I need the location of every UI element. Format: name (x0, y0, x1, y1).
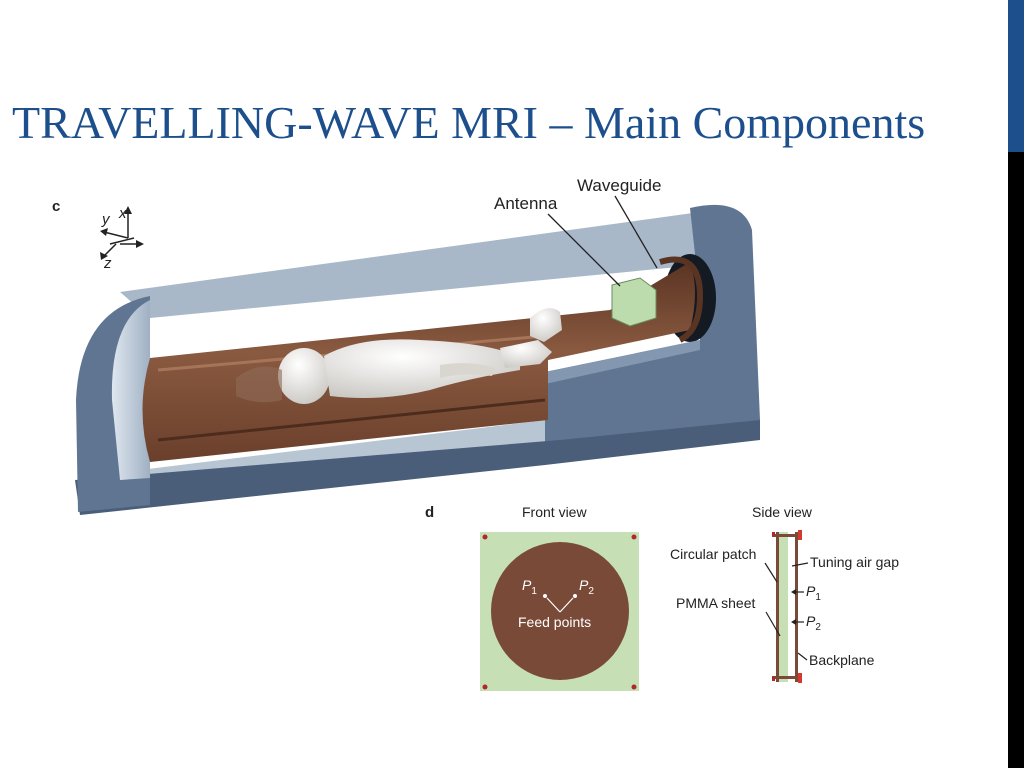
accent-bar-blue (1008, 0, 1024, 152)
backplane-shape (795, 532, 798, 682)
backplane-label: Backplane (809, 652, 875, 668)
svg-text:P2: P2 (806, 613, 821, 633)
pmma-sheet-shape (779, 532, 788, 682)
leader-waveguide (614, 195, 658, 269)
panel-letter-d: d (425, 504, 434, 521)
patient-torso (324, 339, 520, 398)
patient-arm (440, 363, 495, 378)
axis-y-label: y (101, 211, 111, 228)
patient-feet (530, 308, 562, 342)
svg-text:P1: P1 (522, 577, 537, 597)
axis-x-label: x (118, 205, 127, 222)
svg-text:P1: P1 (806, 583, 821, 603)
label-antenna: Antenna (494, 194, 558, 213)
side-view-diagram: Side view Circular patch PMMA sheet Tuni… (670, 504, 899, 683)
svg-text:P2: P2 (579, 577, 594, 597)
antenna-patch (611, 277, 657, 327)
leader-antenna (547, 213, 621, 287)
panel-letter-c: c (52, 198, 60, 215)
front-p1-label: P (522, 577, 532, 593)
pmma-sheet-label: PMMA sheet (676, 595, 755, 611)
patch-layer-shape (776, 532, 779, 682)
scanner-illustration (75, 204, 760, 515)
side-view-title: Side view (752, 504, 813, 520)
housing-front-face (75, 420, 760, 515)
housing-top-plate (120, 212, 740, 318)
axes-glyph: y x z (100, 205, 144, 272)
feed-points-label: Feed points (518, 614, 591, 630)
front-view-diagram: Front view P1 P2 Feed points (480, 504, 639, 691)
front-view-title: Front view (522, 504, 587, 520)
circular-patch (491, 542, 629, 680)
accent-bar-black (1008, 152, 1024, 768)
slide-title: TRAVELLING-WAVE MRI – Main Components (12, 97, 926, 148)
circular-patch-label: Circular patch (670, 546, 756, 562)
patient-legs (500, 340, 552, 368)
side-p2-label: P (806, 613, 816, 629)
side-p1-label: P (806, 583, 816, 599)
tuning-air-gap-label: Tuning air gap (810, 554, 899, 570)
front-p2-label: P (579, 577, 589, 593)
patient-head (278, 348, 330, 404)
label-waveguide: Waveguide (577, 176, 661, 195)
patient-figure (236, 308, 562, 404)
axis-z-label: z (103, 255, 112, 272)
